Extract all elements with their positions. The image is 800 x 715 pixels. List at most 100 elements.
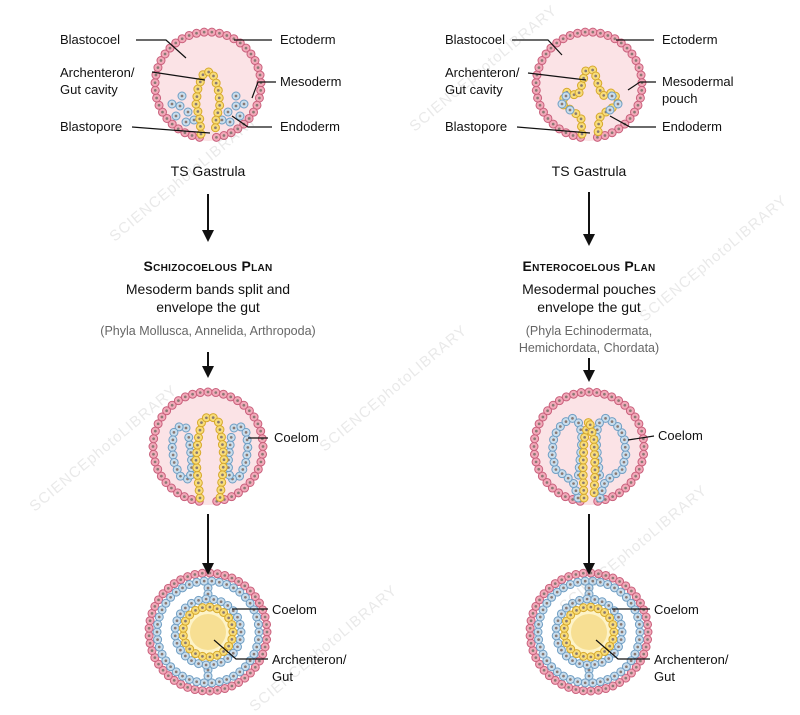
cell-nucleus — [602, 94, 606, 97]
cell-nucleus — [551, 122, 555, 126]
cell-nucleus — [157, 103, 161, 107]
cell-nucleus — [564, 654, 568, 658]
cell-nucleus — [560, 612, 563, 616]
cell-nucleus — [604, 416, 607, 420]
cell-nucleus — [574, 112, 578, 115]
cell-nucleus — [633, 652, 637, 656]
cell-nucleus — [610, 94, 614, 98]
cell-nucleus — [252, 652, 256, 656]
cell-nucleus — [624, 453, 628, 457]
cell-nucleus — [552, 438, 555, 442]
cell-nucleus — [569, 583, 572, 586]
cell-nucleus — [581, 458, 585, 462]
label-coelom-left-mid: Coelom — [274, 430, 319, 445]
cell-nucleus — [160, 608, 164, 612]
cell-nucleus — [202, 681, 206, 685]
cell-nucleus — [564, 495, 567, 499]
cell-nucleus — [575, 608, 578, 612]
phyla-right-2: Hemichordata, Chordata) — [518, 341, 660, 355]
cell-nucleus — [581, 466, 585, 469]
cell-nucleus — [220, 435, 223, 439]
phyla-right-1: (Phyla Echinodermata, — [525, 324, 653, 338]
cell-nucleus — [646, 638, 649, 641]
cell-nucleus — [187, 436, 191, 439]
cell-nucleus — [582, 481, 585, 485]
label-blastocoel-right: Blastocoel — [445, 32, 505, 47]
cell-nucleus — [608, 476, 612, 480]
cell-nucleus — [193, 573, 197, 576]
cell-nucleus — [614, 472, 618, 476]
cell-nucleus — [579, 428, 583, 432]
cell-nucleus — [161, 110, 164, 114]
cell-nucleus — [261, 652, 265, 656]
cell-nucleus — [188, 583, 191, 586]
cell-nucleus — [214, 118, 218, 122]
cell-nucleus — [576, 496, 580, 500]
cell-nucleus — [634, 474, 637, 478]
cell-nucleus — [227, 616, 231, 620]
cell-nucleus — [220, 118, 224, 122]
cell-nucleus — [253, 665, 257, 669]
cell-nucleus — [230, 638, 234, 641]
cell-nucleus — [572, 482, 575, 485]
cell-nucleus — [195, 31, 198, 35]
cell-nucleus — [222, 134, 226, 137]
cell-nucleus — [165, 409, 168, 413]
cell-nucleus — [533, 437, 536, 441]
label-gut-left-bot-1: Archenteron/ — [272, 652, 347, 667]
cell-nucleus — [232, 674, 235, 678]
cell-nucleus — [257, 623, 260, 626]
cell-nucleus — [569, 613, 573, 617]
plan-title-right: Enterocoelous Plan — [523, 258, 656, 274]
cell-nucleus — [600, 489, 604, 493]
cell-nucleus — [571, 134, 575, 137]
cell-nucleus — [186, 110, 190, 114]
cell-nucleus — [630, 589, 633, 593]
cell-nucleus — [169, 595, 172, 599]
cell-nucleus — [600, 660, 604, 664]
cell-nucleus — [598, 421, 601, 425]
label-coelom-left-bot: Coelom — [272, 602, 317, 617]
cell-nucleus — [187, 34, 191, 37]
cell-nucleus — [598, 115, 602, 119]
cell-nucleus — [170, 122, 174, 126]
leader-blastopore-right — [516, 126, 591, 134]
cell-nucleus — [179, 682, 183, 686]
cell-nucleus — [575, 652, 578, 656]
cell-nucleus — [603, 392, 606, 396]
cell-nucleus — [541, 415, 545, 419]
label-archenteron-left-2: Gut cavity — [60, 82, 118, 97]
cell-nucleus — [157, 662, 160, 666]
cell-nucleus — [569, 647, 573, 651]
cell-nucleus — [639, 73, 643, 77]
cell-nucleus — [640, 460, 644, 464]
cell-nucleus — [544, 52, 548, 56]
cell-nucleus — [553, 582, 557, 585]
cell-nucleus — [153, 81, 157, 85]
label-coelom-right-bot: Coelom — [654, 602, 699, 617]
cell-nucleus — [234, 94, 238, 98]
cell-nucleus — [238, 623, 242, 626]
cell-nucleus — [188, 613, 192, 617]
cell-nucleus — [597, 122, 600, 126]
cell-nucleus — [613, 37, 617, 41]
cell-nucleus — [637, 422, 641, 426]
cell-nucleus — [607, 657, 611, 660]
cell-nucleus — [619, 41, 623, 45]
cell-nucleus — [587, 390, 591, 394]
cell-nucleus — [629, 659, 633, 663]
cell-nucleus — [164, 659, 168, 663]
cell-nucleus — [175, 619, 179, 623]
cell-nucleus — [248, 409, 251, 413]
cell-nucleus — [639, 659, 642, 663]
cell-nucleus — [253, 595, 257, 599]
cell-nucleus — [191, 392, 194, 396]
cell-nucleus — [619, 670, 623, 674]
cell-nucleus — [629, 601, 633, 605]
cell-nucleus — [217, 96, 221, 100]
label-mesodermal-right-2: pouch — [662, 91, 698, 106]
cell-nucleus — [196, 87, 200, 91]
cell-nucleus — [228, 473, 231, 477]
cell-nucleus — [630, 671, 633, 675]
